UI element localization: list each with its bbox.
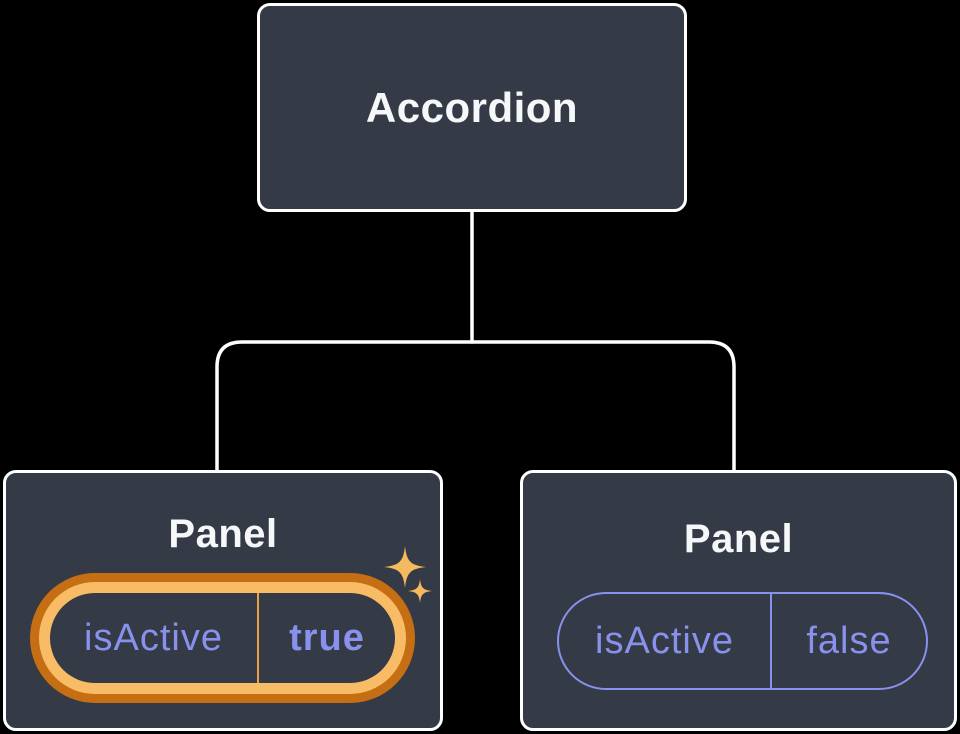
state-pill-active: isActive true bbox=[30, 573, 415, 703]
state-name-label: isActive bbox=[595, 619, 734, 662]
tree-node-panel-active: Panel isActive true bbox=[3, 470, 443, 731]
panel-label: Panel bbox=[168, 512, 278, 556]
tree-node-accordion: Accordion bbox=[257, 3, 687, 212]
state-value-label: false bbox=[806, 619, 892, 662]
sparkle-icon bbox=[408, 579, 432, 603]
tree-node-panel-inactive: Panel isActive false bbox=[520, 470, 957, 731]
sparkle-icon bbox=[384, 546, 426, 588]
accordion-label: Accordion bbox=[365, 83, 579, 131]
state-value-label: true bbox=[289, 616, 365, 659]
panel-label: Panel bbox=[683, 517, 794, 561]
state-pill-inactive: isActive false bbox=[557, 592, 928, 690]
state-pill-active-ring: isActive true bbox=[39, 582, 406, 694]
pill-divider bbox=[770, 594, 773, 688]
state-name-label: isActive bbox=[84, 616, 223, 659]
state-pill-active-body: isActive true bbox=[50, 593, 395, 683]
pill-divider bbox=[257, 593, 259, 683]
connector-branch bbox=[215, 340, 736, 473]
